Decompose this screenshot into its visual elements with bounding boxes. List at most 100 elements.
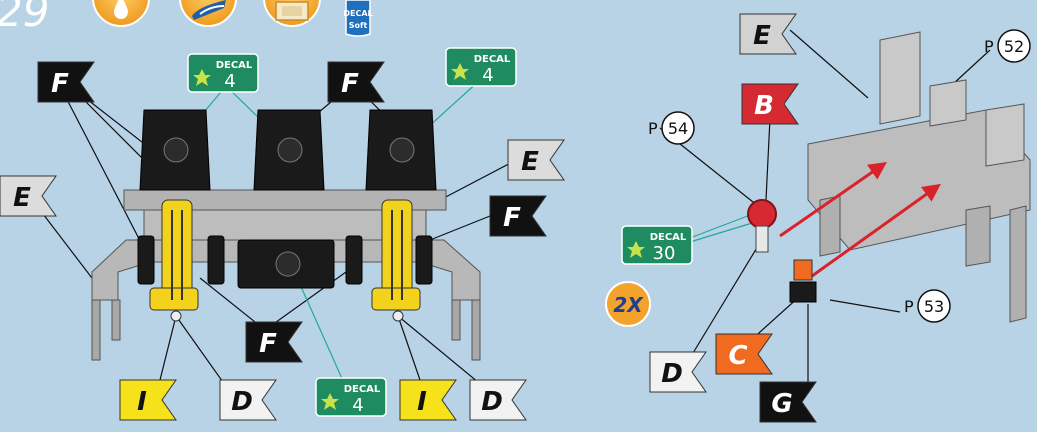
flag-letter: D xyxy=(481,387,503,417)
part-ref-prefix: P xyxy=(904,297,914,316)
star-icon xyxy=(451,63,469,80)
flag-letter: E xyxy=(753,21,771,51)
part-ref-p53: P 53 xyxy=(904,289,951,323)
decal-word: DECAL xyxy=(650,232,687,243)
part-ref-circle xyxy=(997,29,1031,63)
right-leader-lines xyxy=(659,29,991,386)
flag-letter: D xyxy=(661,359,683,389)
flag-f2: F xyxy=(327,61,385,103)
flag-letter: E xyxy=(521,147,539,177)
flag-i1: I xyxy=(119,379,177,421)
flag-shape xyxy=(37,61,95,103)
flag-letter: F xyxy=(51,69,69,99)
part-ref-number: 52 xyxy=(1004,37,1024,56)
part-ref-number: 53 xyxy=(924,297,944,316)
flag-e2: E xyxy=(507,139,565,181)
flag-c1: C xyxy=(715,333,773,375)
yellow-arm-left xyxy=(149,199,199,322)
flag-letter: F xyxy=(503,203,521,233)
decal-number: 4 xyxy=(224,71,235,92)
flag-letter: I xyxy=(417,387,427,417)
black-tank-2 xyxy=(253,109,325,191)
flag-f1: F xyxy=(37,61,95,103)
decal-word: DECAL xyxy=(474,54,511,65)
star-icon xyxy=(193,69,211,86)
sign-part xyxy=(747,199,777,253)
flag-e3: E xyxy=(739,13,797,55)
flag-letter: I xyxy=(137,387,147,417)
right-assembly xyxy=(659,29,1031,386)
decal-word: DECAL xyxy=(344,384,381,395)
flag-g1: G xyxy=(759,381,817,423)
decal-bottle-label-top: DECAL xyxy=(343,9,372,18)
quantity-label: 2X xyxy=(613,293,644,317)
flag-letter: F xyxy=(341,69,359,99)
decal-number: 30 xyxy=(653,243,676,264)
flag-letter: F xyxy=(259,329,277,359)
flag-shape xyxy=(715,333,773,375)
part-ref-circle xyxy=(661,111,695,145)
star-icon xyxy=(627,241,645,258)
decal-bottle-label-bottom: Soft xyxy=(349,21,368,30)
flag-f4: F xyxy=(245,321,303,363)
flag-shape xyxy=(507,139,565,181)
red-arrows xyxy=(779,161,941,278)
flag-d1: D xyxy=(219,379,277,421)
flag-shape xyxy=(759,381,817,423)
flag-letter: G xyxy=(771,389,792,419)
flag-b1: B xyxy=(741,83,799,125)
quantity-badge: 2X xyxy=(605,281,651,327)
flag-shape xyxy=(469,379,527,421)
glue-drop-icon xyxy=(92,0,150,27)
paint-brush-icon xyxy=(179,0,237,27)
flag-shape xyxy=(649,351,707,393)
flag-shape xyxy=(741,83,799,125)
flag-shape xyxy=(327,61,385,103)
part-ref-p54: P 54 xyxy=(648,111,695,145)
flag-shape xyxy=(119,379,177,421)
flag-letter: B xyxy=(754,91,774,121)
flag-e1: E xyxy=(0,175,57,217)
flag-shape xyxy=(489,195,547,237)
step-number: 29 xyxy=(0,0,49,36)
decal-number: 4 xyxy=(352,395,363,416)
flag-d2: D xyxy=(469,379,527,421)
flag-f3: F xyxy=(489,195,547,237)
right-decal-leaders xyxy=(689,211,763,243)
part-ref-prefix: P xyxy=(984,37,994,56)
part-ref-number: 54 xyxy=(668,119,688,138)
gray-3d-frame xyxy=(807,31,1031,323)
part-ref-prefix: P xyxy=(648,119,658,138)
black-tank-1 xyxy=(139,109,211,191)
star-icon xyxy=(321,393,339,410)
flag-shape xyxy=(0,175,57,217)
flag-letter: D xyxy=(231,387,253,417)
part-ref-circle xyxy=(917,289,951,323)
flag-shape xyxy=(739,13,797,55)
black-tank-3 xyxy=(365,109,437,191)
black-wheels xyxy=(137,235,433,285)
decal-sheet-icon xyxy=(263,0,321,27)
flag-letter: E xyxy=(13,183,31,213)
flag-shape xyxy=(219,379,277,421)
black-center-block xyxy=(237,239,335,289)
decal-number: 4 xyxy=(482,65,493,86)
flag-i2: I xyxy=(399,379,457,421)
flag-shape xyxy=(245,321,303,363)
left-assembly xyxy=(39,79,521,393)
flag-d3: D xyxy=(649,351,707,393)
flag-letter: C xyxy=(728,341,747,371)
yellow-arm-right xyxy=(371,199,421,322)
decal-soft-bottle-icon: DECAL Soft xyxy=(343,0,373,37)
decal-word: DECAL xyxy=(216,60,253,71)
flag-shape xyxy=(399,379,457,421)
